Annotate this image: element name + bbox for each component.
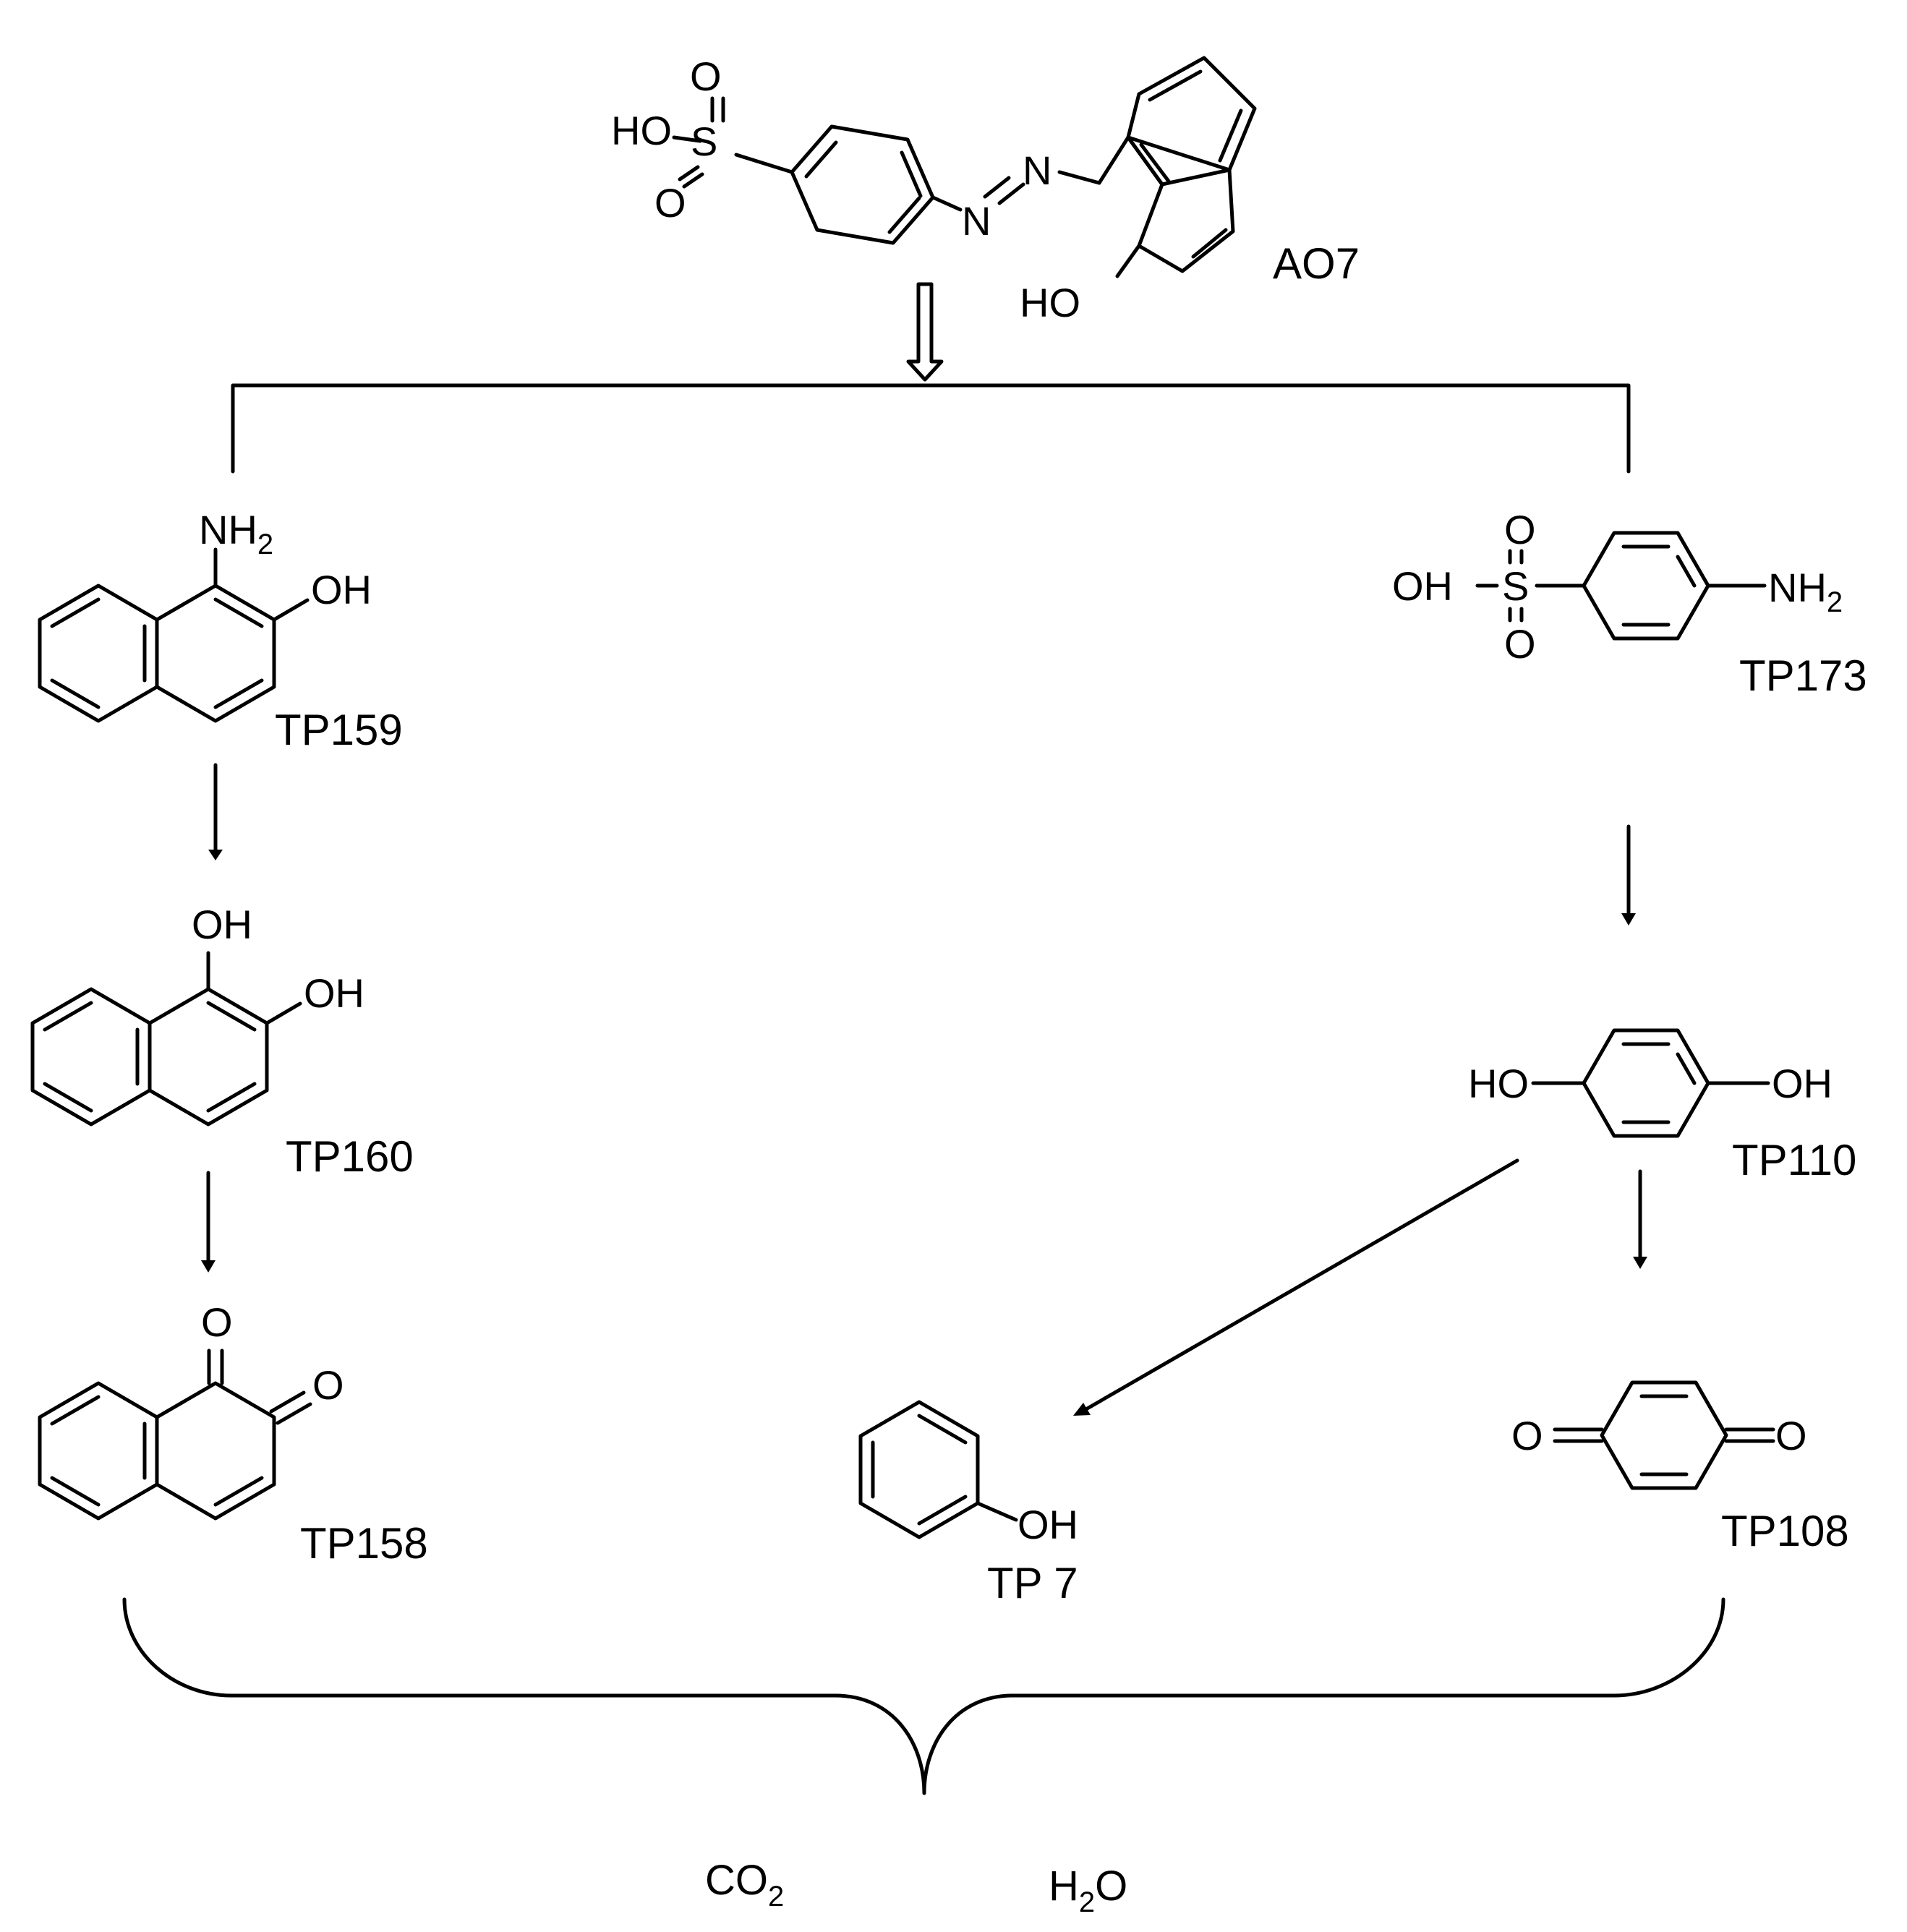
- ao7-ho-naph: HO: [1020, 280, 1080, 325]
- tp7-benzene-ring: [858, 1400, 980, 1539]
- hollow-arrow: [906, 282, 944, 382]
- tp7-oh: OH: [1018, 1502, 1078, 1547]
- arrowhead-tp110-tp7: [1073, 1403, 1091, 1416]
- arrow-tp110-tp7: [1083, 1158, 1519, 1412]
- tp159-ring-b: [155, 584, 276, 723]
- tp159-oh: OH: [311, 567, 372, 612]
- tp173-s: S: [1502, 563, 1529, 609]
- tp158-ring-a: [38, 1381, 159, 1521]
- tp110-ho: HO: [1468, 1061, 1529, 1106]
- tp173-benzene-ring: [1582, 531, 1710, 641]
- arrowhead-tp110-tp108: [1633, 1257, 1647, 1269]
- ao7-naphthalene-ring-b: [1126, 135, 1235, 273]
- tp160-ring-b: [148, 987, 269, 1127]
- tp110-benzene-ring: [1582, 1028, 1710, 1138]
- ao7-structure: HO O S O N N HO AO7: [611, 54, 1360, 325]
- ao7-s: S: [691, 119, 717, 164]
- tp158-ring-b: [155, 1381, 276, 1521]
- tp173-label: TP173: [1739, 651, 1867, 700]
- arrowhead-tp173-tp110: [1621, 913, 1636, 926]
- tp160-oh2: OH: [304, 970, 364, 1016]
- mineralization-brace: [122, 1597, 1725, 1795]
- ao7-benzene-ring: [790, 124, 935, 245]
- tp108-structure: O O TP108: [1511, 1380, 1849, 1555]
- tp110-oh: OH: [1772, 1061, 1833, 1106]
- ao7-ho-sulfo: HO: [611, 108, 672, 153]
- tp173-oh: OH: [1392, 563, 1453, 609]
- arrowhead-tp159-tp160: [208, 850, 223, 860]
- tp160-ring-a: [30, 987, 152, 1127]
- tp173-structure: O OH S O NH2 TP173: [1392, 507, 1867, 700]
- product-h2o: H2O: [1049, 1863, 1127, 1918]
- tp158-o2: O: [312, 1362, 344, 1408]
- tp158-structure: O O TP158: [38, 1299, 428, 1568]
- tp158-o1: O: [201, 1299, 233, 1345]
- tp159-label: TP159: [275, 706, 403, 754]
- tp108-o-left: O: [1511, 1413, 1543, 1458]
- tp160-label: TP160: [286, 1132, 414, 1181]
- tp108-label: TP108: [1721, 1507, 1849, 1555]
- tp159-nh: NH2: [199, 507, 273, 560]
- ao7-n2: N: [1023, 148, 1051, 193]
- ao7-label: AO7: [1273, 239, 1360, 288]
- ao7-o-top: O: [690, 54, 722, 99]
- tp173-o-top: O: [1504, 507, 1536, 552]
- arrowhead-tp160-tp158: [201, 1260, 216, 1273]
- tp160-structure: OH OH TP160: [30, 902, 414, 1181]
- tp7-structure: OH TP 7: [858, 1400, 1078, 1607]
- tp158-label: TP158: [300, 1519, 428, 1568]
- tp159-ring-a: [38, 584, 159, 723]
- tp110-label: TP110: [1732, 1136, 1856, 1184]
- tp173-o-bot: O: [1504, 621, 1536, 667]
- tp173-nh: NH2: [1768, 565, 1843, 618]
- product-co2: CO2: [705, 1857, 784, 1912]
- split-bracket: [231, 383, 1631, 474]
- tp160-oh1: OH: [192, 902, 252, 947]
- tp110-structure: HO OH TP110: [1468, 1028, 1856, 1184]
- tp108-o-right: O: [1775, 1413, 1807, 1458]
- tp108-quinone-ring: [1600, 1380, 1728, 1490]
- ao7-n1: N: [962, 198, 991, 244]
- tp159-structure: NH2 OH TP159: [38, 507, 403, 754]
- ao7-o-bot: O: [654, 180, 686, 226]
- tp7-label: TP 7: [987, 1559, 1078, 1607]
